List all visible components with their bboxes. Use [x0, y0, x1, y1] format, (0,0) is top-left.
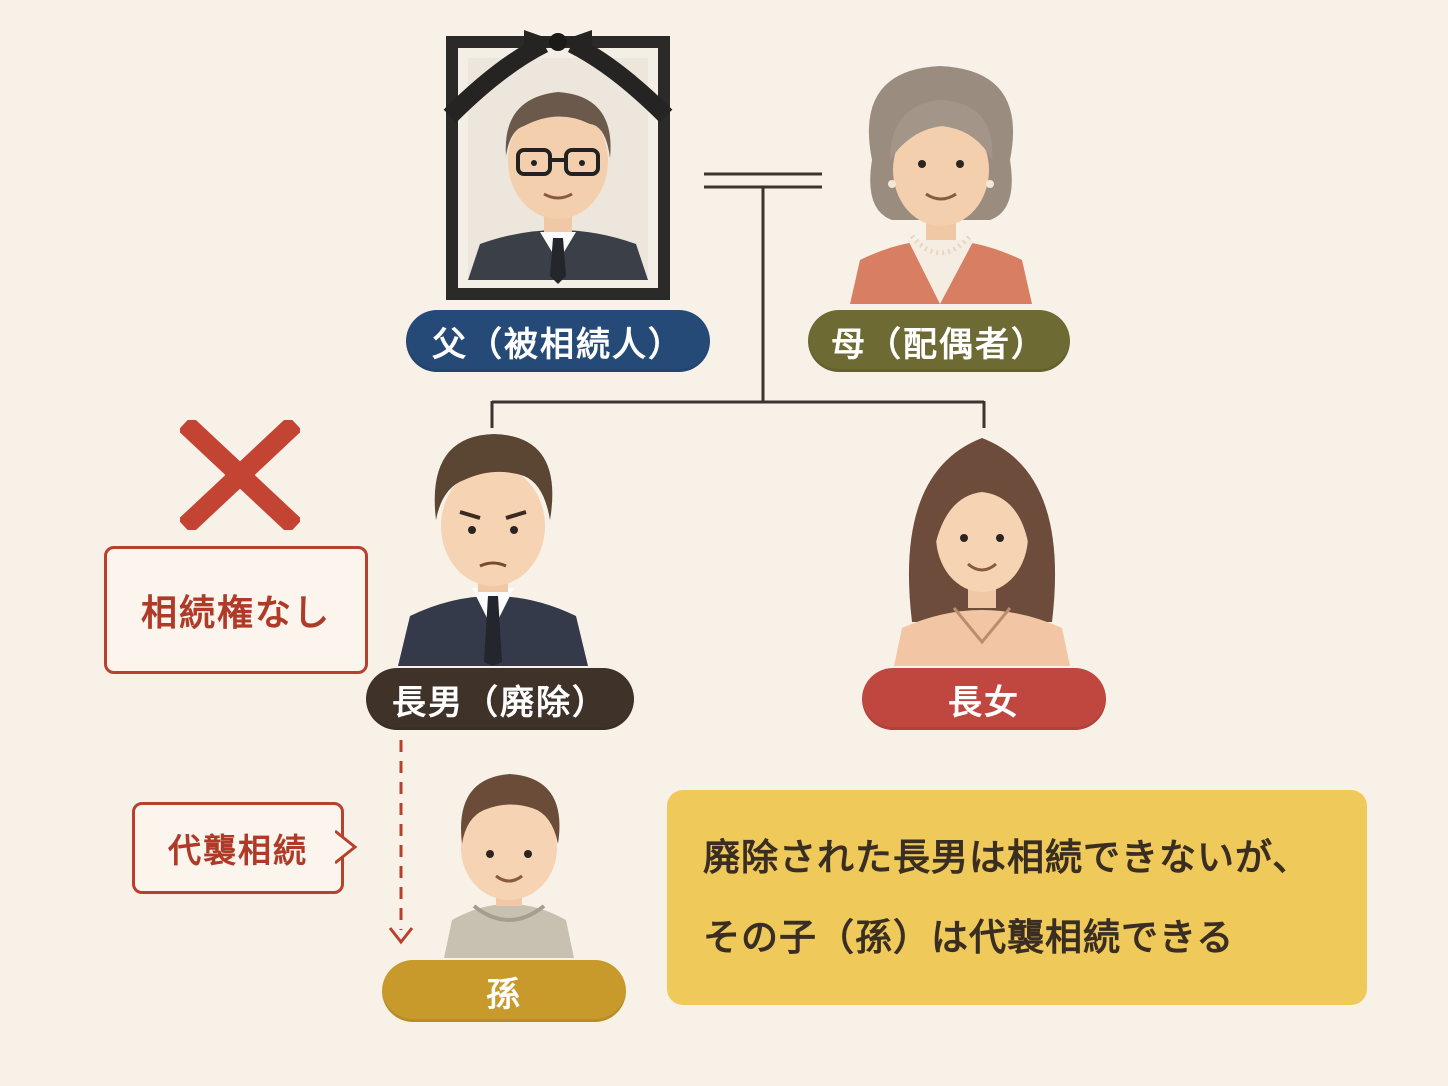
no-inheritance-label: 相続権なし — [104, 546, 368, 674]
father-memorial-portrait — [443, 30, 673, 300]
eldest-son-illustration — [398, 434, 588, 666]
mother-pill: 母（配偶者） — [808, 310, 1070, 372]
eldest-daughter-illustration — [894, 438, 1070, 666]
note-line-1: 廃除された長男は相続できないが、 — [703, 835, 1311, 879]
note-line-2: その子（孫）は代襲相続できる — [703, 915, 1235, 959]
grandchild-illustration — [444, 774, 574, 958]
father-pill: 父（被相続人） — [406, 310, 710, 372]
mother-illustration — [850, 66, 1032, 304]
callout-pointer-icon — [335, 829, 358, 865]
eldest-daughter-pill: 長女 — [862, 668, 1106, 730]
explanation-note: 廃除された長男は相続できないが、 その子（孫）は代襲相続できる — [667, 790, 1367, 1005]
representation-arrowhead — [388, 927, 414, 945]
cross-mark-icon — [180, 420, 300, 530]
eldest-son-pill: 長男（廃除） — [366, 668, 634, 730]
grandchild-pill: 孫 — [382, 960, 626, 1022]
representation-label: 代襲相続 — [132, 802, 344, 894]
